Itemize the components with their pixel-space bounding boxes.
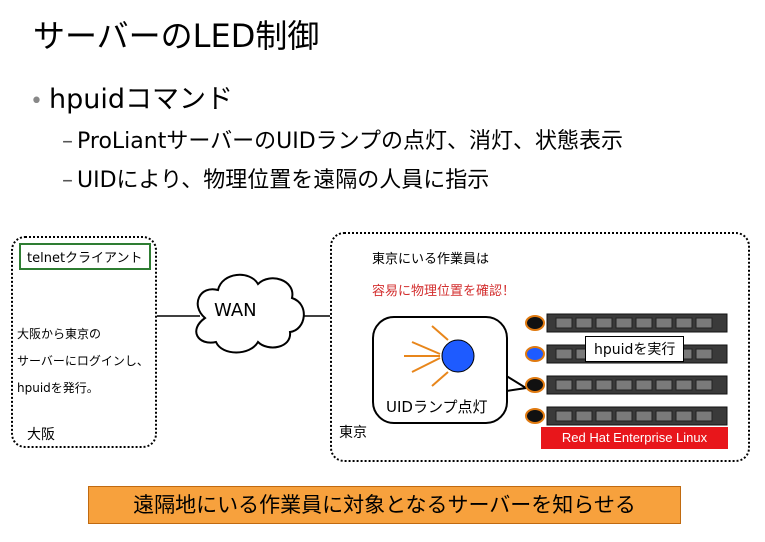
drive-bay bbox=[675, 410, 693, 422]
hpuid-command-label: hpuidを実行 bbox=[585, 336, 685, 362]
drive-bay bbox=[695, 348, 713, 360]
drive-bay bbox=[555, 317, 573, 329]
tokyo-site-box bbox=[330, 232, 750, 462]
telnet-client-label: telnetクライアント bbox=[19, 243, 151, 270]
osaka-note-line-3: hpuidを発行。 bbox=[17, 381, 99, 395]
drive-bay bbox=[615, 379, 633, 391]
tokyo-location-label: 東京 bbox=[339, 425, 367, 441]
drive-bay bbox=[555, 348, 573, 360]
rack-server bbox=[525, 313, 728, 333]
rhel-label: Red Hat Enterprise Linux bbox=[541, 427, 728, 449]
drive-bay bbox=[635, 317, 653, 329]
drive-bay bbox=[695, 317, 713, 329]
drive-bay bbox=[615, 410, 633, 422]
drive-bay bbox=[655, 317, 673, 329]
uid-led-off-icon bbox=[525, 408, 545, 424]
rack-server bbox=[525, 375, 728, 395]
drive-bay bbox=[695, 410, 713, 422]
osaka-note-line-2: サーバーにログインし、 bbox=[17, 354, 149, 368]
drive-bay bbox=[635, 410, 653, 422]
drive-bay bbox=[595, 379, 613, 391]
osaka-note-line-1: 大阪から東京の bbox=[17, 327, 102, 341]
drive-bay bbox=[555, 379, 573, 391]
uid-led-off-icon bbox=[525, 315, 545, 331]
uid-led-off-icon bbox=[525, 377, 545, 393]
drive-bay bbox=[655, 410, 673, 422]
drive-bay bbox=[695, 379, 713, 391]
rack-server bbox=[525, 406, 728, 426]
osaka-site-box bbox=[11, 236, 157, 448]
wan-label: WAN bbox=[214, 300, 257, 321]
sub-bullet-1: –ProLiantサーバーのUIDランプの点灯、消灯、状態表示 bbox=[62, 127, 623, 157]
wan-cloud-icon bbox=[195, 274, 305, 354]
osaka-location-label: 大阪 bbox=[27, 427, 55, 443]
drive-bay bbox=[555, 410, 573, 422]
dash-icon: – bbox=[62, 129, 73, 154]
sub-bullet-1-text: ProLiantサーバーのUIDランプの点灯、消灯、状態表示 bbox=[77, 129, 623, 154]
sub-bullet-2: –UIDにより、物理位置を遠隔の人員に指示 bbox=[62, 166, 489, 196]
drive-bay bbox=[575, 317, 593, 329]
main-bullet-text: hpuidコマンド bbox=[48, 84, 233, 115]
drive-bay bbox=[675, 379, 693, 391]
summary-banner: 遠隔地にいる作業員に対象となるサーバーを知らせる bbox=[88, 486, 681, 524]
drive-bay bbox=[595, 410, 613, 422]
drive-bay bbox=[655, 379, 673, 391]
drive-bay bbox=[575, 410, 593, 422]
drive-bay bbox=[595, 317, 613, 329]
uid-led-on-icon bbox=[525, 346, 545, 362]
drive-bay bbox=[635, 379, 653, 391]
drive-bay bbox=[575, 379, 593, 391]
drive-bay bbox=[615, 317, 633, 329]
tokyo-worker-line-2: 容易に物理位置を確認！ bbox=[372, 284, 516, 299]
drive-bay bbox=[675, 317, 693, 329]
main-bullet: •hpuidコマンド bbox=[30, 83, 233, 119]
slide-title: サーバーのLED制御 bbox=[33, 17, 320, 55]
dash-icon: – bbox=[62, 168, 73, 193]
bullet-dot-icon: • bbox=[30, 89, 43, 114]
sub-bullet-2-text: UIDにより、物理位置を遠隔の人員に指示 bbox=[77, 168, 490, 193]
uid-lamp-label: UIDランプ点灯 bbox=[386, 398, 488, 416]
tokyo-worker-line-1: 東京にいる作業員は bbox=[372, 252, 490, 267]
